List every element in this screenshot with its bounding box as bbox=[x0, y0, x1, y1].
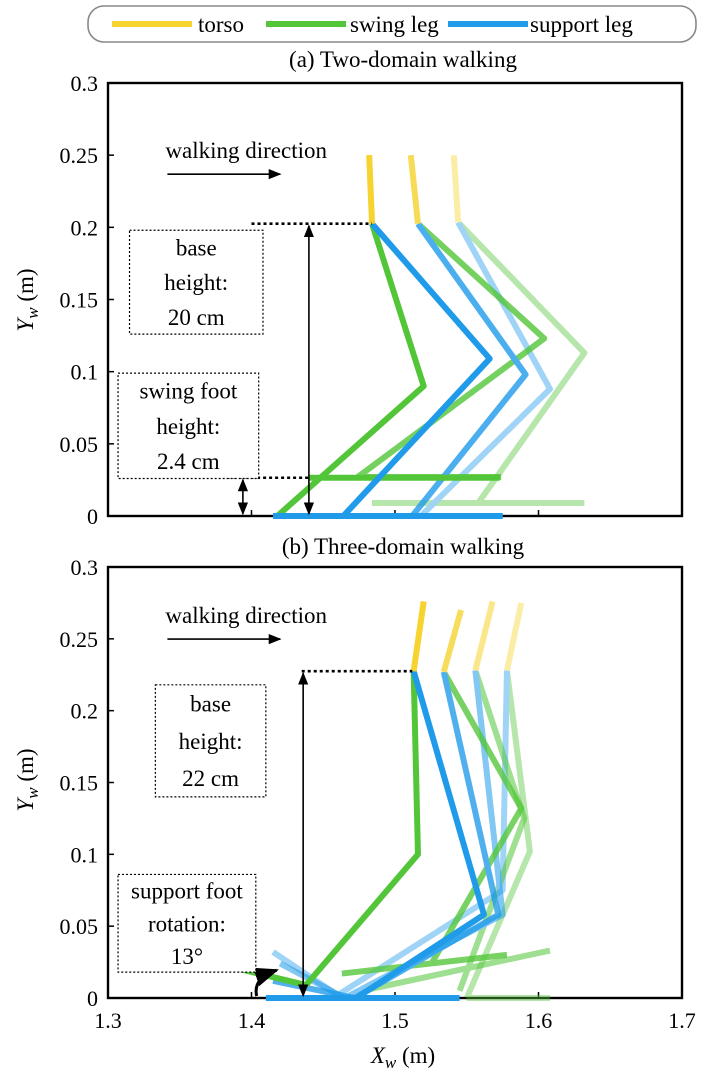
swing-height-text: height: bbox=[156, 414, 220, 439]
torso bbox=[410, 601, 427, 672]
x-tick-label: 1.6 bbox=[525, 1008, 553, 1033]
torso bbox=[472, 600, 496, 672]
robot-frame-4 bbox=[271, 602, 550, 1001]
torso bbox=[366, 155, 376, 224]
swing-leg bbox=[456, 669, 528, 992]
y-axis-label: Yw (m) bbox=[13, 268, 42, 331]
x-tick-label: 1.5 bbox=[381, 1008, 409, 1033]
foot-rotation-box bbox=[117, 873, 257, 973]
swing-height-box bbox=[117, 372, 260, 480]
y-tick-label: 0.15 bbox=[60, 288, 99, 313]
chart-title: (a) Two-domain walking bbox=[289, 47, 517, 72]
y-tick-label: 0.3 bbox=[71, 71, 99, 96]
swing-leg bbox=[455, 220, 588, 505]
swing-leg bbox=[303, 671, 421, 988]
x-tick-label: 1.4 bbox=[238, 1008, 266, 1033]
foot-rotation-text: support foot bbox=[131, 879, 243, 904]
swing-height-text: swing foot bbox=[139, 379, 237, 404]
y-tick-label: 0.2 bbox=[71, 215, 99, 240]
chart-title: (b) Three-domain walking bbox=[282, 534, 525, 559]
torso bbox=[450, 154, 462, 223]
support-leg bbox=[341, 221, 493, 519]
y-tick-label: 0 bbox=[87, 504, 98, 529]
walking-direction-label: walking direction bbox=[165, 138, 327, 163]
swing-leg bbox=[429, 670, 525, 964]
base-height-text: base bbox=[190, 691, 231, 716]
swing-height-text: 2.4 cm bbox=[157, 449, 220, 474]
x-axis-label: Xw (m) bbox=[370, 1043, 435, 1072]
x-tick-label: 1.7 bbox=[668, 1008, 696, 1033]
legend-label-torso: torso bbox=[198, 12, 244, 37]
y-tick-label: 0.15 bbox=[60, 771, 99, 796]
walking-direction-label: walking direction bbox=[165, 603, 327, 628]
torso bbox=[440, 609, 464, 673]
rotation-arrow bbox=[253, 967, 279, 997]
legend-label-swing-leg: swing leg bbox=[350, 12, 439, 37]
legend-box bbox=[87, 5, 697, 43]
robot-frame-2 bbox=[331, 154, 548, 519]
foot-rotation-text: rotation: bbox=[148, 911, 226, 936]
y-tick-label: 0.2 bbox=[71, 699, 99, 724]
swing-leg bbox=[463, 670, 533, 1000]
base-height-text: height: bbox=[179, 729, 243, 754]
support-leg bbox=[418, 220, 553, 519]
y-tick-label: 0.05 bbox=[60, 914, 99, 939]
y-tick-label: 0.25 bbox=[60, 627, 99, 652]
swing-foot bbox=[361, 947, 551, 994]
torso bbox=[503, 602, 525, 672]
torso bbox=[407, 154, 421, 225]
support-leg bbox=[409, 221, 529, 518]
y-tick-label: 0 bbox=[87, 986, 98, 1011]
legend: torso swing leg support leg bbox=[87, 5, 697, 43]
foot-rotation-text: 13° bbox=[171, 944, 203, 969]
swing-leg bbox=[275, 222, 427, 519]
y-tick-label: 0.1 bbox=[71, 360, 99, 385]
base-height-text: base bbox=[176, 236, 217, 261]
swing-foot bbox=[341, 951, 508, 977]
robot-frame-2 bbox=[272, 609, 525, 1001]
support-leg bbox=[354, 670, 487, 1001]
base-height-text: 22 cm bbox=[182, 766, 239, 791]
base-height-box bbox=[154, 684, 267, 798]
y-axis-label: Yw (m) bbox=[13, 748, 42, 811]
robot-frame-1 bbox=[273, 155, 503, 519]
legend-label-support-leg: support leg bbox=[530, 12, 633, 37]
base-height-text: 20 cm bbox=[168, 305, 225, 330]
y-tick-label: 0.1 bbox=[71, 842, 99, 867]
x-tick-label: 1.3 bbox=[94, 1008, 122, 1033]
y-tick-label: 0.05 bbox=[60, 432, 99, 457]
panel-three-domain: (b) Three-domain walking 0 0.05 0.1 0.15 0.2… bbox=[13, 534, 696, 1072]
y-tick-label: 0.3 bbox=[71, 555, 99, 580]
y-tick-label: 0.25 bbox=[60, 143, 99, 168]
panel-two-domain: (a) Two-domain walking 0 0.05 0.1 0.15 0.2 0.… bbox=[13, 47, 684, 529]
base-height-box bbox=[128, 229, 264, 335]
base-height-text: height: bbox=[164, 270, 228, 295]
